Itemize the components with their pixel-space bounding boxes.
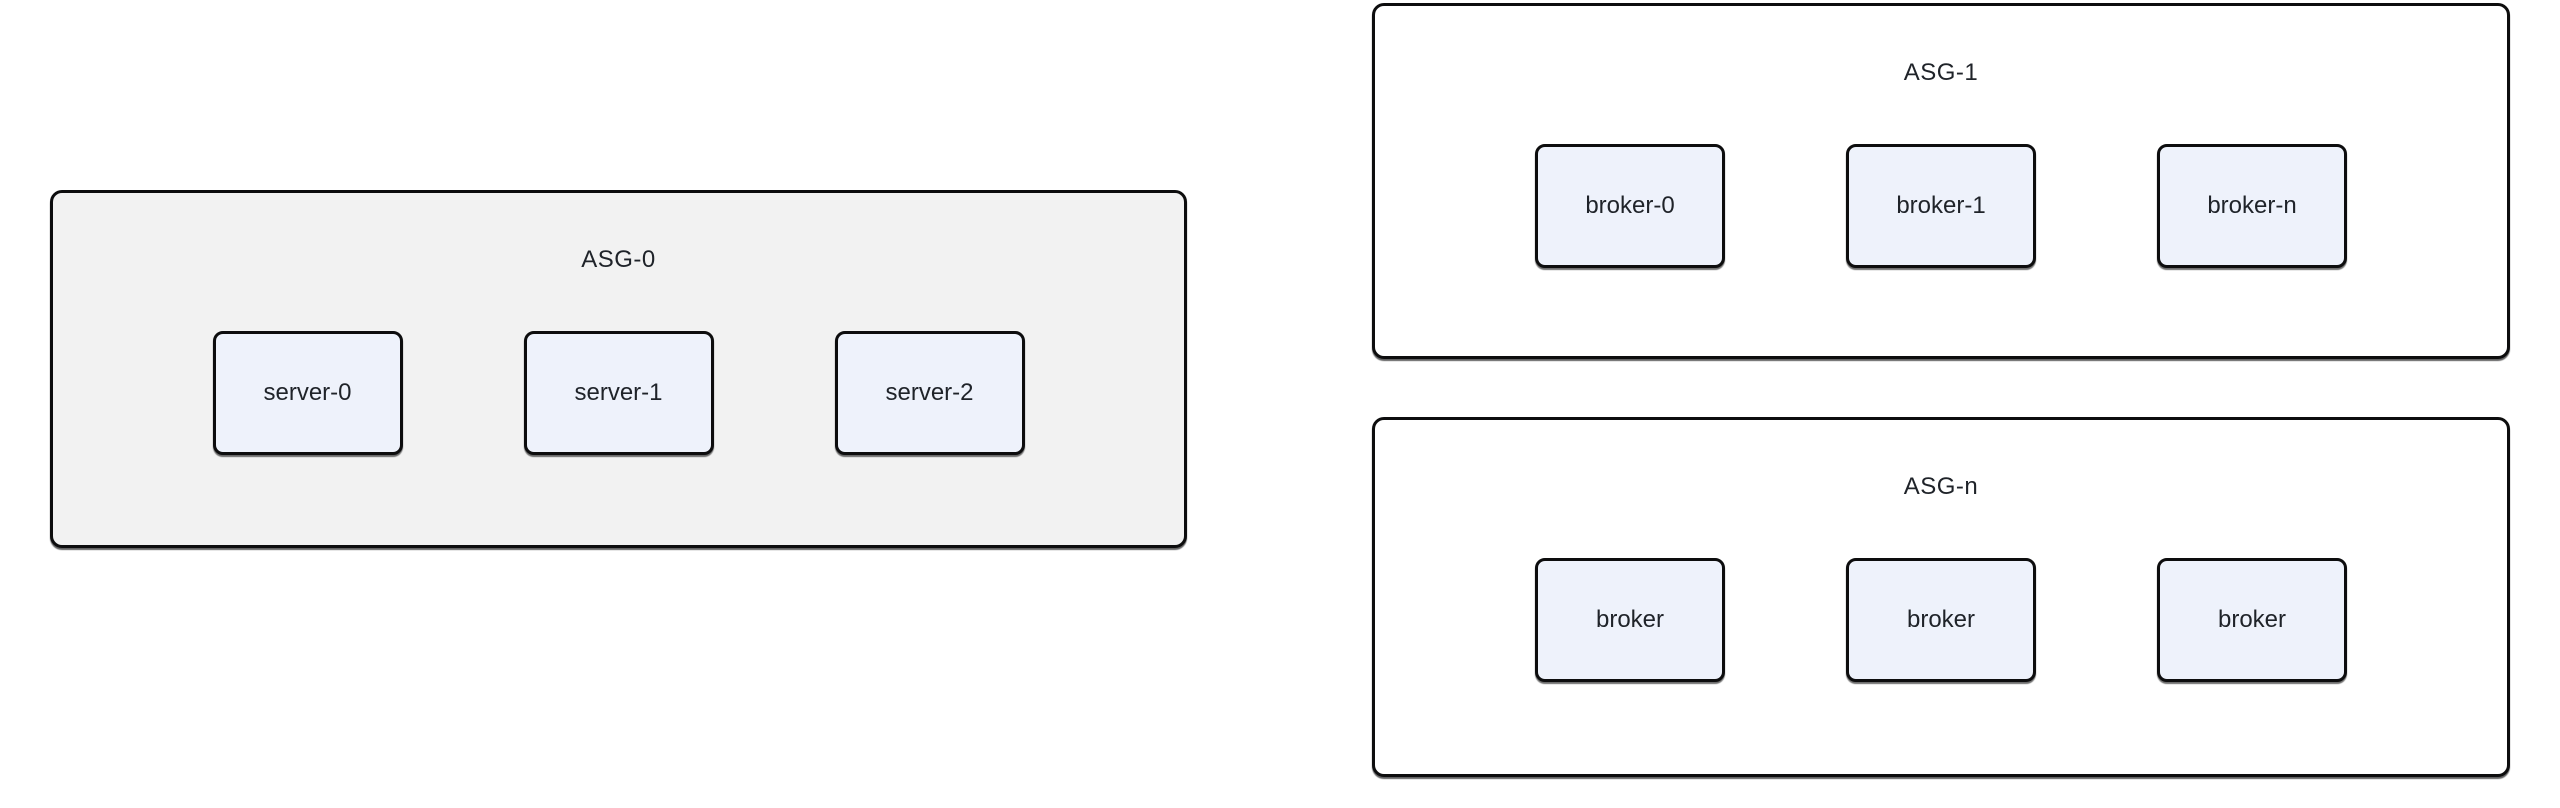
node-broker-c: broker: [2157, 558, 2347, 682]
group-asg-0-label: ASG-0: [581, 246, 656, 273]
node-broker-b-label: broker: [1906, 606, 1976, 633]
node-broker-1: broker-1: [1846, 144, 2036, 268]
node-broker-0: broker-0: [1535, 144, 1725, 268]
group-asg-1-node-row: broker-0 broker-1 broker-n: [1375, 144, 2507, 268]
node-server-0: server-0: [212, 331, 403, 455]
node-server-2: server-2: [834, 331, 1025, 455]
node-server-0-label: server-0: [263, 379, 352, 406]
group-asg-n-label: ASG-n: [1903, 473, 1979, 500]
node-broker-1-label: broker-1: [1896, 192, 1986, 219]
group-asg-0-node-row: server-0 server-1 server-2: [53, 331, 1184, 455]
group-asg-n: ASG-n broker broker broker: [1372, 417, 2510, 777]
node-broker-n-label: broker-n: [2207, 192, 2297, 219]
group-asg-0: ASG-0 server-0 server-1 server-2: [50, 190, 1187, 548]
node-broker-c-label: broker: [2217, 606, 2287, 633]
node-broker-a: broker: [1535, 558, 1725, 682]
node-server-1: server-1: [523, 331, 714, 455]
node-broker-a-label: broker: [1595, 606, 1665, 633]
node-server-1-label: server-1: [574, 379, 663, 406]
node-broker-n: broker-n: [2157, 144, 2347, 268]
group-asg-n-node-row: broker broker broker: [1375, 558, 2507, 682]
node-broker-0-label: broker-0: [1585, 192, 1675, 219]
group-asg-1-label: ASG-1: [1903, 59, 1979, 86]
group-asg-1: ASG-1 broker-0 broker-1 broker-n: [1372, 3, 2510, 359]
node-broker-b: broker: [1846, 558, 2036, 682]
node-server-2-label: server-2: [885, 379, 974, 406]
